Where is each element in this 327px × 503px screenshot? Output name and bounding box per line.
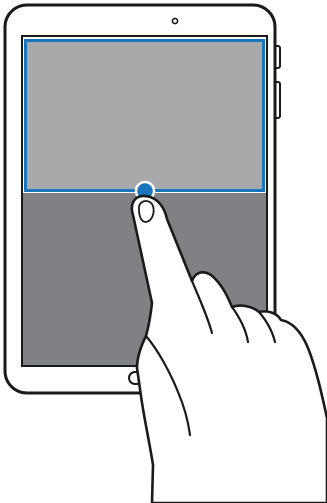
front-camera-icon <box>172 18 177 23</box>
top-window <box>24 39 265 191</box>
